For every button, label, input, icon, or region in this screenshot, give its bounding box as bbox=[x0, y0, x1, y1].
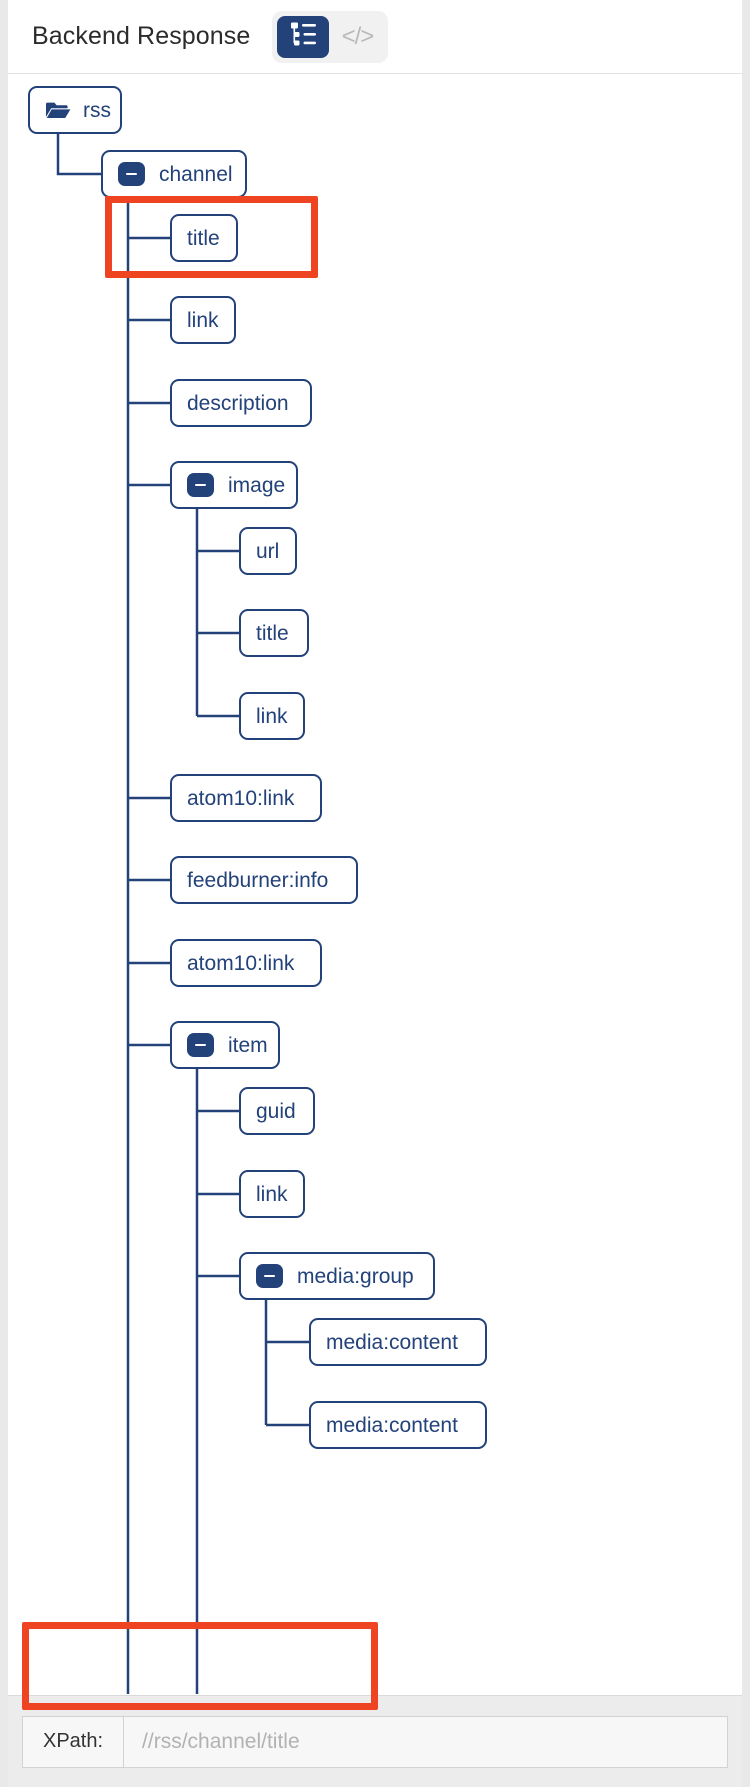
tree-node-label: rss bbox=[83, 98, 111, 122]
xpath-bar: XPath: //rss/channel/title bbox=[8, 1695, 742, 1787]
tree-connector-lines bbox=[56, 134, 309, 1694]
tree-view-toggle-button[interactable] bbox=[277, 15, 330, 58]
folder-icon bbox=[45, 100, 71, 120]
view-toggle-group: </> bbox=[272, 10, 389, 63]
panel-header: Backend Response </> bbox=[8, 0, 742, 74]
tree-node-label: atom10:link bbox=[187, 786, 295, 810]
tree-node-image-title[interactable]: title bbox=[239, 609, 309, 657]
tree-node-item[interactable]: item bbox=[170, 1021, 280, 1069]
tree-node-image-link[interactable]: link bbox=[239, 692, 305, 740]
tree-node-label: feedburner:info bbox=[187, 868, 329, 892]
tree-node-label: link bbox=[256, 1182, 288, 1206]
tree-node-description[interactable]: description bbox=[170, 379, 312, 427]
collapse-toggle-channel[interactable] bbox=[118, 162, 145, 186]
code-view-toggle-button[interactable]: </> bbox=[331, 16, 383, 58]
tree-node-label: url bbox=[256, 539, 280, 563]
tree-node-label: title bbox=[256, 621, 289, 645]
tree-node-label: image bbox=[228, 473, 286, 497]
tree-node-label: link bbox=[256, 704, 288, 728]
tree-node-label: description bbox=[187, 391, 289, 415]
tree-node-image-url[interactable]: url bbox=[239, 527, 297, 575]
tree-node-item-guid[interactable]: guid bbox=[239, 1087, 315, 1135]
tree-node-image[interactable]: image bbox=[170, 461, 298, 509]
tree-node-channel[interactable]: channel bbox=[101, 150, 247, 198]
tree-node-label: guid bbox=[256, 1099, 296, 1123]
tree-node-label: item bbox=[228, 1033, 268, 1057]
tree-node-media-content-1[interactable]: media:content bbox=[309, 1318, 487, 1366]
tree-node-link[interactable]: link bbox=[170, 296, 236, 344]
collapse-toggle-media-group[interactable] bbox=[256, 1264, 283, 1288]
tree-node-atom10-link-1[interactable]: atom10:link bbox=[170, 774, 322, 822]
collapse-toggle-item[interactable] bbox=[187, 1033, 214, 1057]
collapse-toggle-image[interactable] bbox=[187, 473, 214, 497]
tree-node-feedburner-info[interactable]: feedburner:info bbox=[170, 856, 358, 904]
xml-tree-view[interactable]: rss channel title link description image url ti… bbox=[8, 74, 742, 1695]
tree-node-media-group[interactable]: media:group bbox=[239, 1252, 435, 1300]
tree-node-label: channel bbox=[159, 162, 233, 186]
tree-node-label: media:content bbox=[326, 1330, 458, 1354]
tree-view-icon bbox=[290, 21, 317, 52]
tree-node-label: title bbox=[187, 226, 220, 250]
tree-node-title[interactable]: title bbox=[170, 214, 238, 262]
tree-node-atom10-link-2[interactable]: atom10:link bbox=[170, 939, 322, 987]
tree-node-label: media:group bbox=[297, 1264, 414, 1288]
tree-node-label: atom10:link bbox=[187, 951, 295, 975]
tree-node-media-content-2[interactable]: media:content bbox=[309, 1401, 487, 1449]
xpath-input-group: XPath: //rss/channel/title bbox=[22, 1715, 728, 1768]
tree-node-label: link bbox=[187, 308, 219, 332]
tree-node-item-link[interactable]: link bbox=[239, 1170, 305, 1218]
tree-node-rss[interactable]: rss bbox=[28, 86, 122, 134]
xpath-input[interactable]: //rss/channel/title bbox=[123, 1715, 728, 1768]
code-view-icon: </> bbox=[341, 22, 375, 50]
page-title: Backend Response bbox=[32, 22, 251, 50]
tree-node-label: media:content bbox=[326, 1413, 458, 1437]
xpath-label: XPath: bbox=[22, 1715, 124, 1768]
